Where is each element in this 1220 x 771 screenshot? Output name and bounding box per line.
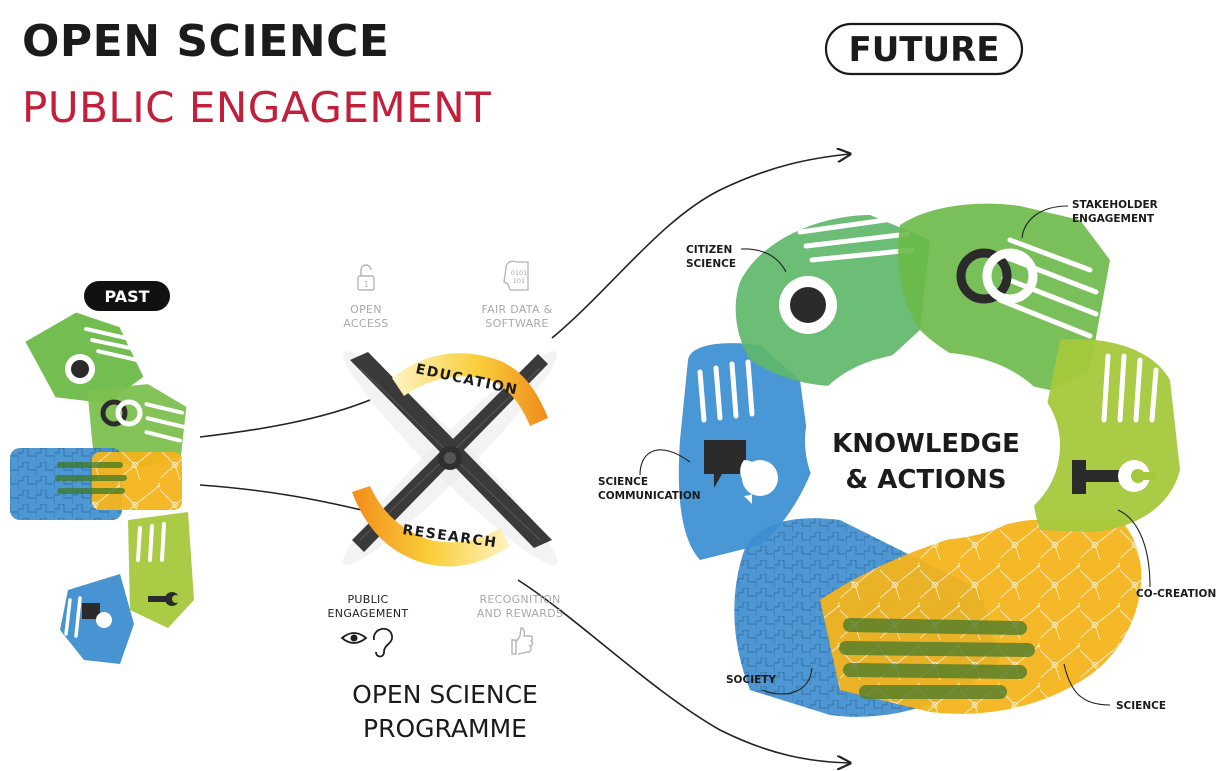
flow-line-past-lower	[199, 484, 371, 513]
future-badge-border	[824, 22, 1024, 76]
past-rings-icon	[100, 399, 128, 427]
page-title: OPEN SCIENCE	[22, 16, 389, 67]
past-eye-icon	[71, 360, 89, 378]
fair-data-line2: SOFTWARE	[485, 317, 548, 330]
leader-stakeholder	[1021, 205, 1069, 239]
label-communication-line2: COMMUNICATION	[598, 490, 701, 502]
page-subtitle: PUBLIC ENGAGEMENT	[22, 83, 491, 132]
programme-title-line1: OPEN SCIENCE	[352, 680, 538, 709]
programme-title-line2: PROGRAMME	[363, 714, 527, 743]
fair-data-line1: FAIR DATA &	[482, 303, 553, 316]
leader-society	[761, 667, 813, 695]
past-speech-icon	[82, 603, 100, 619]
rings-icon	[956, 248, 1012, 304]
ear-icon	[373, 627, 393, 658]
future-label: FUTURE	[848, 30, 999, 70]
propeller-icon	[342, 350, 558, 566]
open-access-line1: OPEN	[350, 303, 382, 316]
past-hand-co-creation	[128, 512, 194, 628]
label-citizen-line2: SCIENCE	[686, 258, 736, 270]
label-citizen-line1: CITIZEN	[686, 244, 732, 256]
label-science: SCIENCE	[1116, 700, 1166, 712]
center-line2: & ACTIONS	[846, 465, 1007, 495]
speech-bubble-icon	[704, 440, 746, 488]
recognition-line1: RECOGNITION	[479, 593, 560, 606]
past-badge: PAST	[84, 281, 170, 311]
arrow-to-future-lower	[517, 579, 850, 763]
wrench-icon	[1072, 460, 1156, 494]
future-ring: KNOWLEDGE & ACTIONS	[678, 203, 1180, 717]
label-stakeholder-line1: STAKEHOLDER	[1072, 199, 1158, 211]
eye-icon	[340, 632, 368, 644]
svg-text:1: 1	[363, 280, 368, 289]
past-hands-stack	[10, 312, 194, 664]
education-band	[392, 353, 548, 426]
label-society: SOCIETY	[726, 674, 776, 686]
past-hand-stakeholder	[87, 384, 187, 469]
leader-communication	[639, 449, 691, 476]
center-line1: KNOWLEDGE	[832, 429, 1020, 459]
past-label: PAST	[104, 287, 149, 306]
leader-co-creation	[1117, 509, 1151, 588]
past-wrench-icon	[148, 592, 180, 606]
fair-data-icon: 0101 101	[503, 260, 529, 291]
ring-centre	[805, 352, 1060, 540]
leader-science	[1063, 663, 1111, 706]
open-lock-icon: 1	[357, 264, 375, 291]
open-access-line2: ACCESS	[343, 317, 388, 330]
label-co-creation: CO-CREATION	[1136, 588, 1216, 600]
research-band	[352, 486, 510, 567]
label-communication-line1: SCIENCE	[598, 476, 648, 488]
future-badge: FUTURE	[824, 22, 1024, 76]
past-badge-bg	[84, 281, 170, 311]
thumbs-up-icon	[511, 627, 534, 655]
citizen-eye-icon	[790, 287, 826, 323]
label-stakeholder-line2: ENGAGEMENT	[1072, 213, 1155, 225]
arrow-to-future-upper	[551, 154, 850, 339]
programme-section: 1 OPEN ACCESS 0101 101 FAIR DATA & SOFTW…	[328, 260, 564, 743]
hand-clasp-fingers	[839, 618, 1035, 699]
recognition-line2: AND REWARDS	[477, 607, 564, 620]
leader-citizen	[740, 248, 787, 273]
public-engagement-line1: PUBLIC	[347, 593, 388, 606]
public-engagement-line2: ENGAGEMENT	[328, 607, 409, 620]
flow-line-past-upper	[199, 399, 371, 438]
svg-text:101: 101	[513, 277, 525, 285]
svg-text:0101: 0101	[511, 269, 528, 277]
